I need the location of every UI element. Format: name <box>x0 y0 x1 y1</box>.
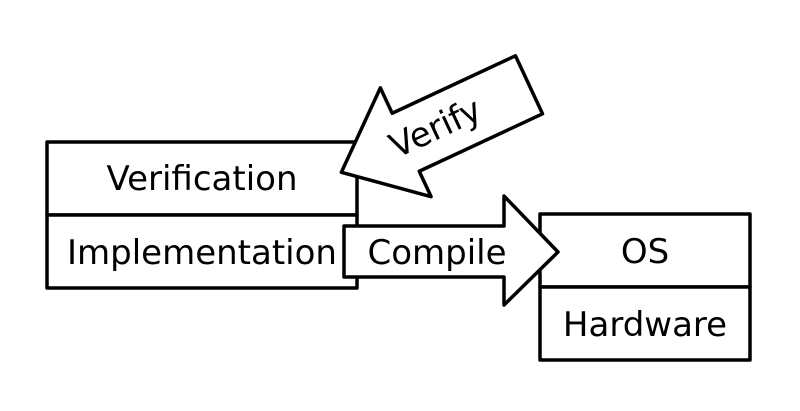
verification-label: Verification <box>106 159 297 199</box>
verify-arrow-shape <box>339 54 545 199</box>
hardware-box <box>538 285 752 362</box>
compile-arrow: Compile <box>342 194 560 307</box>
hardware-label: Hardware <box>563 305 727 345</box>
compile-label: Compile <box>367 233 506 273</box>
os-label: OS <box>621 232 669 272</box>
right-stack <box>538 212 752 362</box>
verification-box <box>45 140 359 217</box>
implementation-box <box>45 213 359 290</box>
left-stack <box>45 140 359 290</box>
compile-arrow-shape <box>342 194 560 307</box>
implementation-label: Implementation <box>67 233 337 273</box>
